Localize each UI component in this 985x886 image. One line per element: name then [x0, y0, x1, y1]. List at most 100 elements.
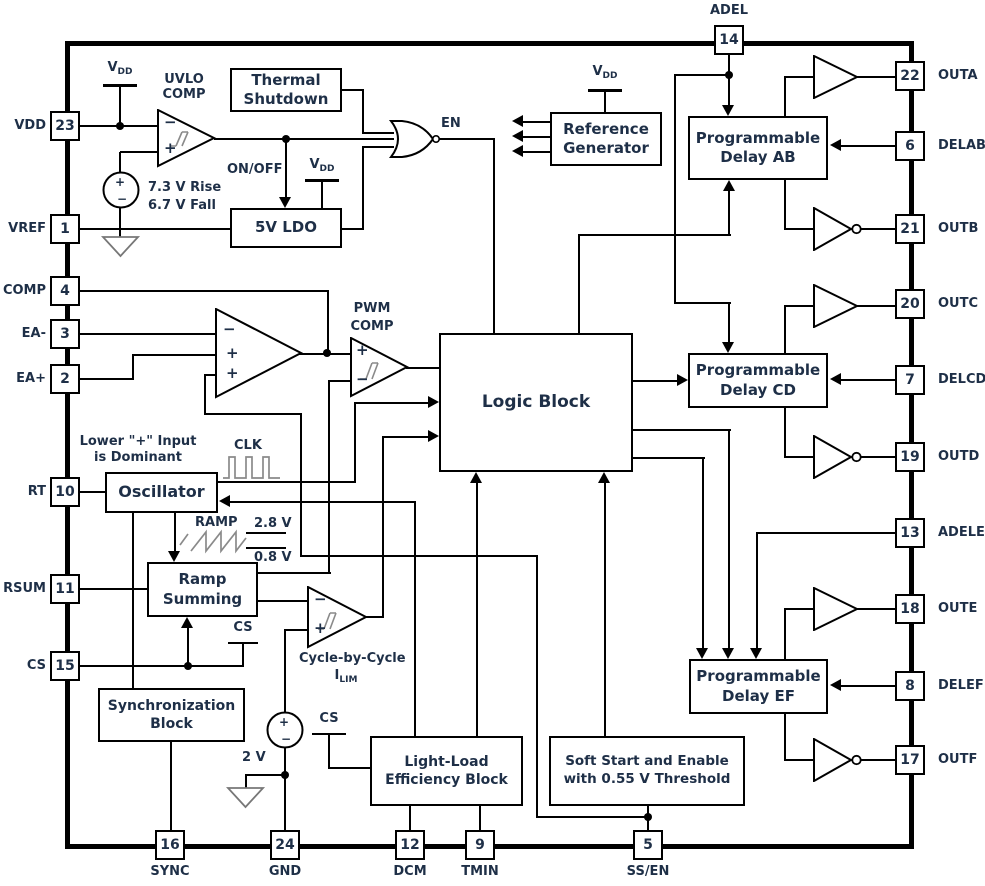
pin-number: 6	[905, 138, 915, 154]
block-label-line: Programmable	[695, 128, 821, 147]
dominant-note: Lower "+" Input	[79, 434, 197, 449]
wire	[80, 491, 105, 493]
pin-ea-plus: 2	[50, 364, 80, 394]
block-label-line: Oscillator	[118, 482, 205, 502]
wire	[132, 354, 218, 356]
uvlo-minus-sign: −	[164, 113, 177, 131]
block-label-line: Thermal	[251, 70, 321, 89]
pin-label-oute: OUTE	[938, 601, 978, 616]
ilim-base: I	[334, 668, 340, 683]
buffer-icon	[813, 55, 859, 99]
wire	[327, 290, 329, 354]
pin-label-ea-minus: EA-	[21, 326, 46, 341]
block-label-line: Efficiency Block	[385, 772, 508, 788]
en-label: EN	[441, 116, 461, 131]
pin-number: 5	[643, 837, 653, 853]
dominant-note: is Dominant	[94, 450, 182, 465]
pin-number: 4	[60, 283, 70, 299]
wire	[479, 806, 481, 832]
wire	[728, 429, 730, 652]
arrowhead	[677, 374, 688, 386]
pin-label-tmin: TMIN	[461, 864, 499, 879]
wire	[578, 234, 580, 334]
arrowhead	[470, 472, 482, 483]
wire	[633, 457, 705, 459]
error-amplifier-icon	[215, 308, 303, 399]
block-label-line: Delay AB	[720, 148, 796, 166]
block-programmable-delay-cd: Programmable Delay CD	[688, 353, 828, 408]
wire	[329, 380, 353, 382]
wire	[604, 483, 606, 737]
vdd-sub: DD	[602, 71, 618, 81]
pin-number: 17	[900, 752, 920, 768]
pin-number: 13	[900, 525, 920, 541]
ilim-label: ILIM	[314, 668, 378, 685]
pin-label-delef: DELEF	[938, 678, 984, 693]
block-soft-start: Soft Start and Enable with 0.55 V Thresh…	[549, 736, 745, 806]
voltage-source-icon	[102, 171, 140, 209]
wire	[855, 76, 895, 78]
block-label-line: Generator	[563, 139, 649, 157]
wire	[204, 374, 206, 415]
block-label-line: Light-Load	[404, 753, 489, 770]
wire	[362, 132, 394, 134]
wire	[362, 146, 394, 148]
wire	[354, 402, 428, 404]
wire	[342, 89, 364, 91]
wire	[120, 151, 160, 153]
block-label-line: Delay CD	[720, 380, 796, 399]
pin-number: 8	[905, 678, 915, 694]
arrowhead	[181, 617, 193, 628]
pwm-comparator-icon	[350, 337, 410, 398]
pin-number: 2	[60, 371, 70, 387]
pin-label-outf: OUTF	[938, 752, 978, 767]
ea-minus-sign: −	[223, 320, 236, 338]
wire	[170, 742, 172, 832]
wire	[437, 138, 495, 140]
pin-label-ea-plus: EA+	[16, 371, 46, 386]
pin-label-delab: DELAB	[938, 138, 985, 153]
vdd-rail-label: VDD	[100, 60, 140, 77]
pin-gnd: 24	[270, 830, 300, 860]
wire	[119, 85, 121, 126]
wire	[674, 74, 730, 76]
junction-dot	[281, 771, 289, 779]
pin-label-outb: OUTB	[938, 221, 979, 236]
wire	[841, 685, 895, 687]
junction-dot	[184, 662, 192, 670]
inverter-icon	[813, 207, 862, 251]
pin-number: 22	[900, 68, 920, 84]
wire	[633, 429, 731, 431]
pin-number: 11	[55, 581, 75, 597]
onoff-label: ON/OFF	[227, 162, 283, 177]
vdd-rail-label: VDD	[302, 157, 342, 174]
arrowhead	[750, 648, 762, 659]
fall-threshold-label: 6.7 V Fall	[148, 198, 216, 213]
block-label-line: Block	[150, 716, 193, 732]
junction-dot	[725, 71, 733, 79]
block-logic: Logic Block	[439, 333, 633, 472]
wire	[258, 600, 310, 602]
arrowhead	[428, 396, 439, 408]
pin-vref: 1	[50, 214, 80, 244]
pin-label-gnd: GND	[268, 864, 302, 879]
wire	[784, 76, 786, 117]
ramp-low-level-bar	[246, 547, 286, 549]
wire	[784, 76, 814, 78]
wire	[604, 90, 606, 113]
pin-adelef: 13	[895, 518, 925, 548]
vdd-rail-bar	[103, 84, 137, 87]
arrowhead	[722, 105, 734, 116]
wire	[784, 714, 786, 761]
ea-plus-sign: +	[226, 364, 239, 382]
vdd-sub: DD	[319, 164, 335, 174]
arrowhead	[512, 130, 523, 142]
wire	[784, 608, 786, 660]
wire	[204, 413, 302, 415]
vdd-rail-bar	[305, 179, 339, 182]
wire	[119, 152, 121, 172]
nor-gate-icon	[388, 120, 440, 158]
wire	[258, 572, 331, 574]
wire	[784, 408, 786, 458]
wire	[217, 481, 356, 483]
